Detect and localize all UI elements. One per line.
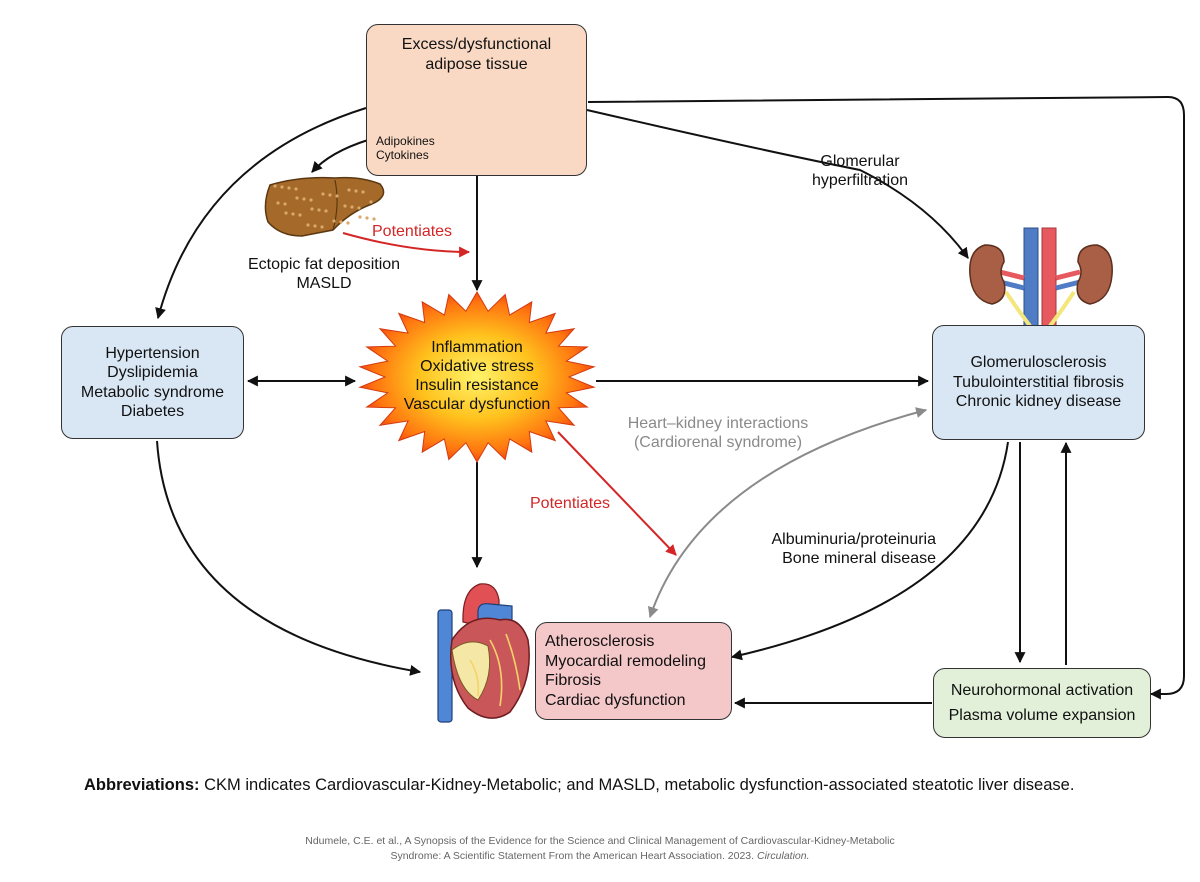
adipokines-line1: Adipokines [376,134,435,148]
inflammation-line-4: Vascular dysfunction [403,396,551,413]
heart-line-3: Fibrosis [545,672,602,689]
neurohormonal-box: Neurohormonal activation Plasma volume e… [933,668,1151,738]
liver-icon [264,176,385,237]
heart-line-4: Cardiac dysfunction [545,691,686,709]
arrow-kidney-to-heart [730,441,1009,661]
arrows [155,95,1185,709]
adipose-tissue-box: Excess/dysfunctional adipose tissue [366,24,587,176]
citation: Ndumele, C.E. et al., A Synopsis of the … [0,834,1200,864]
neuro-line-1: Neurohormonal activation [950,682,1134,699]
inflammation-text: Inflammation Oxidative stress Insulin re… [367,338,587,414]
potentiates-label-top: Potentiates [372,223,453,240]
cardiorenal-line2: (Cardiorenal syndrome) [633,434,803,451]
heart-line-2: Myocardial remodeling [545,652,706,670]
albuminuria-label: Albuminuria/proteinuria Bone mineral dis… [748,530,936,568]
starburst-icon [358,291,596,463]
arrow-adipose-to-neuro [587,95,1185,700]
adipose-title-line2: adipose tissue [425,55,528,73]
arrow-liver-potentiates [342,232,471,258]
liver-label-line2: MASLD [296,275,352,292]
cardiorenal-line1: Heart–kidney interactions [627,415,809,432]
kidney-line-1: Glomerulosclerosis [970,354,1107,372]
kidneys-icon [969,227,1113,328]
heart-line-1: Atherosclerosis [545,633,655,650]
arrow-adipose-to-liver [311,139,369,173]
citation-journal: Circulation. [756,850,810,862]
arrow-cardiorenal [647,407,928,619]
albuminuria-line1: Albuminuria/proteinuria [771,531,936,548]
liver-label-line1: Ectopic fat deposition [247,256,401,273]
abbreviations-heading: Abbreviations: [84,776,200,794]
inflammation-line-2: Oxidative stress [420,358,534,375]
glomerular-hyperfiltration-label: Glomerular hyperfiltration [790,152,930,190]
liver-label: Ectopic fat deposition MASLD [224,255,424,293]
cardiorenal-label: Heart–kidney interactions (Cardiorenal s… [598,414,838,452]
arrow-metabolic-to-heart [156,440,422,676]
adipose-title-line1: Excess/dysfunctional [401,36,552,53]
metabolic-risk-box: Hypertension Dyslipidemia Metabolic synd… [61,326,244,439]
arrow-adipose-to-metabolic [155,107,367,320]
abbreviations-text: CKM indicates Cardiovascular-Kidney-Meta… [199,776,1075,794]
citation-line2: Syndrome: A Scientific Statement From th… [390,850,757,862]
kidney-disease-box: Glomerulosclerosis Tubulointerstitial fi… [932,325,1145,440]
abbreviations-note: Abbreviations: CKM indicates Cardiovascu… [84,776,1074,795]
potentiates-label-mid: Potentiates [530,495,611,512]
metabolic-line-1: Hypertension [105,344,200,362]
adipokines-label: Adipokines Cytokines [376,134,435,162]
adipokines-line2: Cytokines [376,148,429,162]
inflammation-line-1: Inflammation [431,339,523,356]
glomerular-line2: hyperfiltration [811,172,909,189]
inflammation-line-3: Insulin resistance [415,377,539,394]
metabolic-line-4: Diabetes [120,403,185,420]
kidney-line-3: Chronic kidney disease [955,393,1122,411]
glomerular-line1: Glomerular [820,153,900,170]
metabolic-line-2: Dyslipidemia [107,364,198,381]
albuminuria-line2: Bone mineral disease [782,550,936,567]
arrow-adipose-to-kidney [586,109,969,259]
neuro-line-2: Plasma volume expansion [948,707,1136,724]
cardiac-outcomes-box: Atherosclerosis Myocardial remodeling Fi… [535,622,732,720]
metabolic-line-3: Metabolic syndrome [80,383,225,401]
citation-line1: Ndumele, C.E. et al., A Synopsis of the … [305,835,895,847]
kidney-line-2: Tubulointerstitial fibrosis [952,373,1125,391]
heart-icon [437,583,530,723]
